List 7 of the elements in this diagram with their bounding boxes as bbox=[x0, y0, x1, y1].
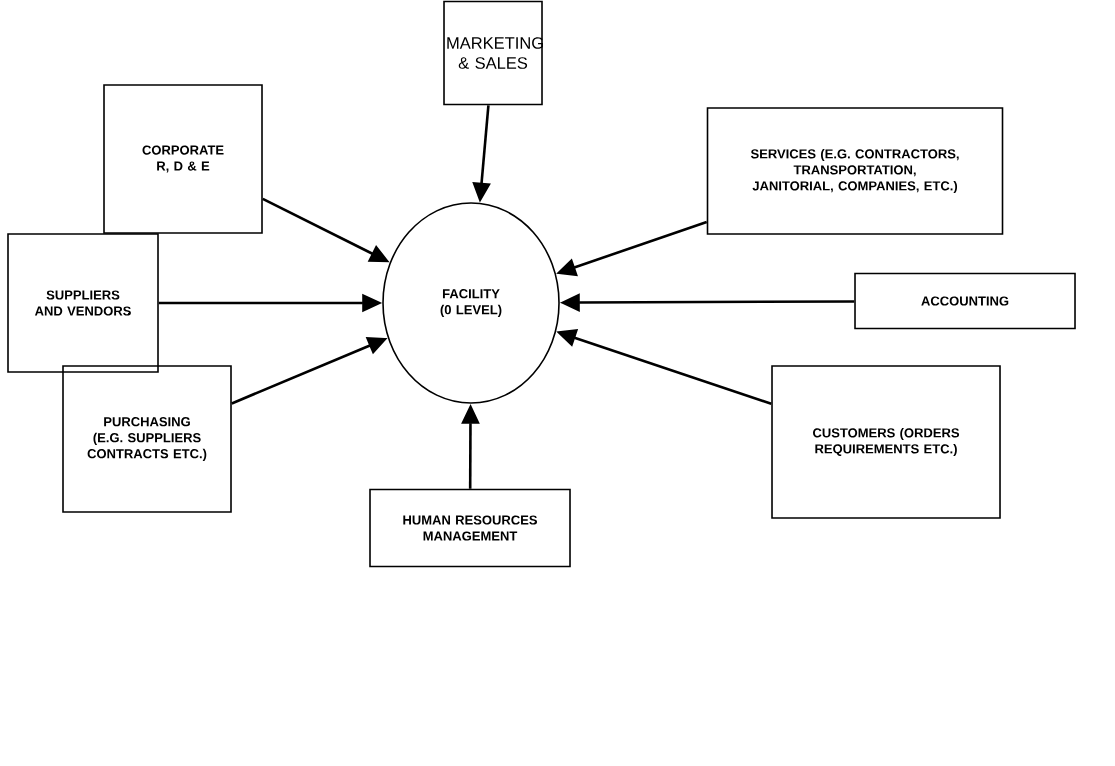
department-box: HUMAN RESOURCES MANAGEMENT bbox=[369, 488, 571, 568]
department-box: PURCHASING (E.G. SUPPLIERS CONTRACTS ETC.) bbox=[62, 365, 232, 513]
department-box: ACCOUNTING bbox=[854, 272, 1076, 330]
department-box: SERVICES (E.G. CONTRACTORS, TRANSPORTATION, JANITORIAL, COMPANIES, ETC.) bbox=[706, 107, 1004, 235]
department-box: SUPPLIERS AND VENDORS bbox=[7, 233, 159, 373]
department-box: CUSTOMERS (ORDERS REQUIREMENTS ETC.) bbox=[771, 365, 1001, 519]
department-box: CORPORATE R, D & E bbox=[103, 84, 263, 234]
